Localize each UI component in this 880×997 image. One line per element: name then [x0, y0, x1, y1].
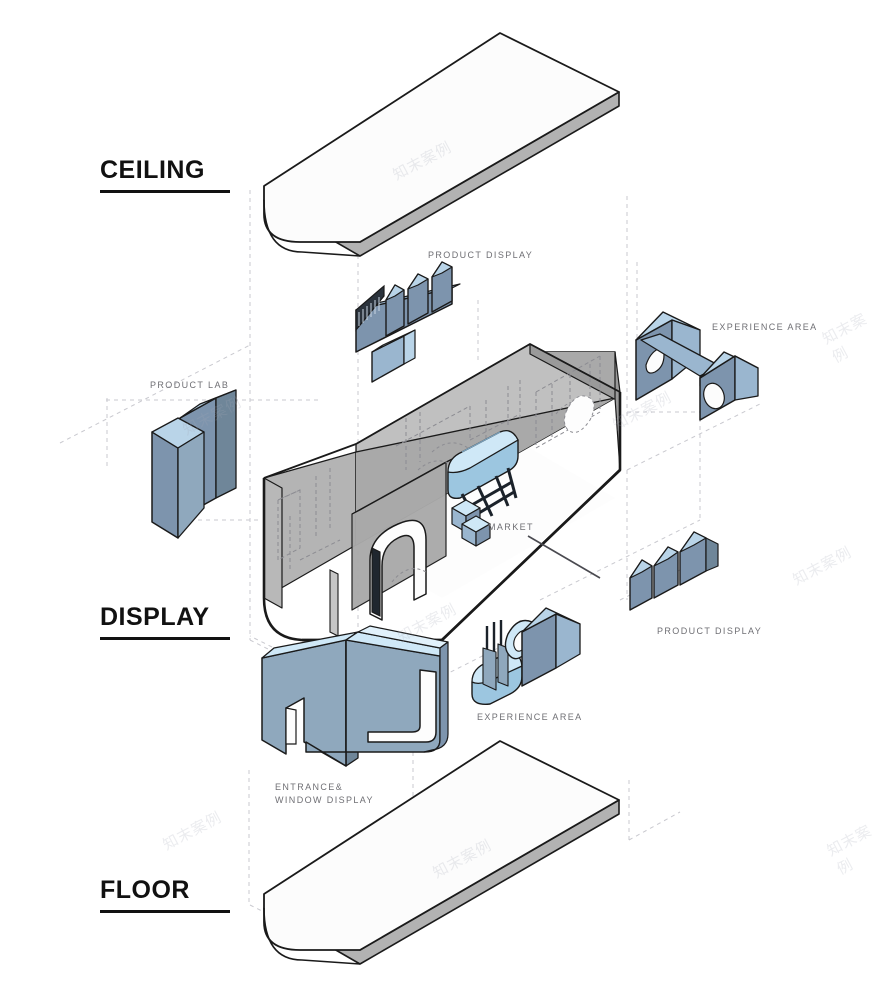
annotation-experience-area-right: EXPERIENCE AREA — [712, 322, 818, 332]
annotation-experience-area-bottom: EXPERIENCE AREA — [477, 712, 583, 722]
market-leader-line — [527, 535, 601, 579]
market-cubes — [451, 499, 491, 547]
annotation-product-display-right: PRODUCT DISPLAY — [657, 626, 763, 636]
annotation-product-display-top: PRODUCT DISPLAY — [428, 250, 534, 260]
module-entrance-window-display — [261, 625, 449, 767]
section-label-floor: FLOOR — [100, 878, 230, 913]
annotation-product-lab: PRODUCT LAB — [150, 380, 230, 390]
section-label-ceiling-text: CEILING — [100, 156, 205, 184]
module-product-display-right — [629, 531, 719, 611]
module-product-lab — [151, 389, 237, 539]
module-experience-area-bottom — [471, 607, 581, 705]
main-room-volume — [262, 343, 622, 642]
ceiling-slab — [263, 32, 620, 257]
module-product-display-top — [355, 261, 461, 383]
section-label-floor-text: FLOOR — [100, 876, 190, 904]
section-label-display: DISPLAY — [100, 605, 230, 640]
market-counter — [447, 429, 519, 500]
annotation-entrance-window-display: ENTRANCE& WINDOW DISPLAY — [275, 782, 374, 806]
section-label-ceiling: CEILING — [100, 158, 230, 193]
section-label-display-text: DISPLAY — [100, 603, 210, 631]
annotation-market: MARKET — [488, 522, 534, 532]
floor-slab — [263, 740, 620, 965]
module-experience-area-right — [635, 311, 759, 421]
section-rule-ceiling — [100, 190, 230, 193]
section-rule-display — [100, 637, 230, 640]
section-rule-floor — [100, 910, 230, 913]
